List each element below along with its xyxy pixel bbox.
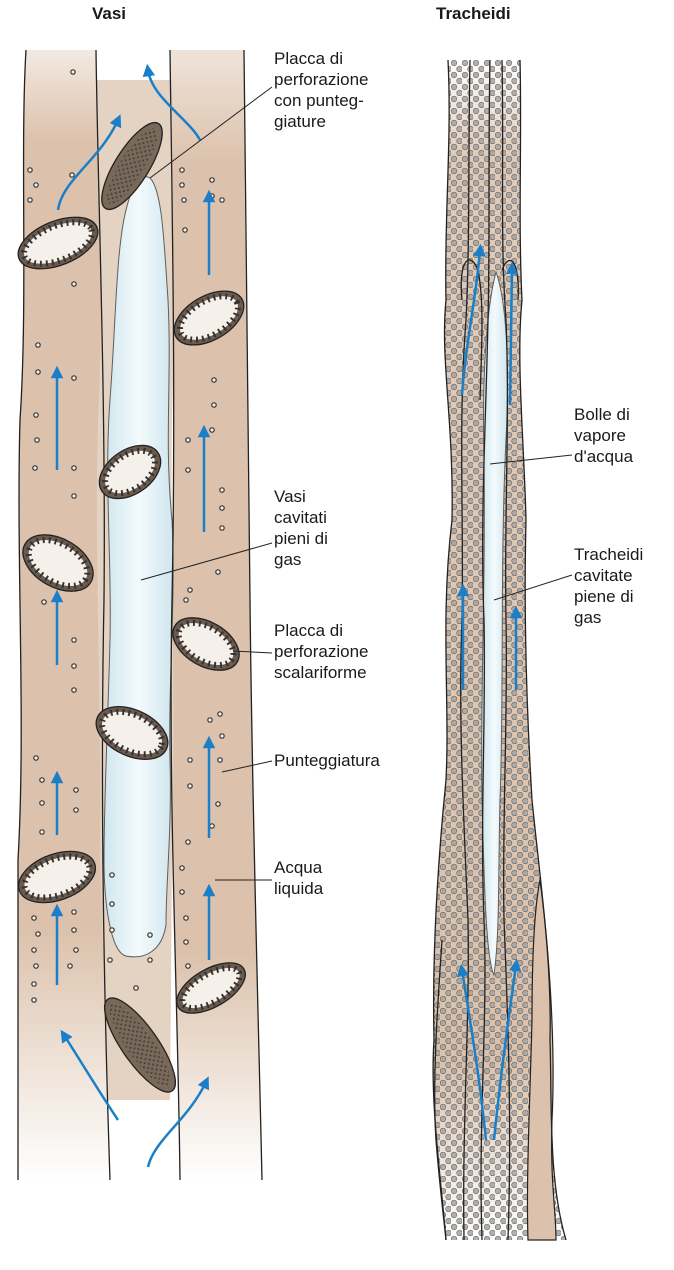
label-pitted-plate: Placca di perforazione con punteg- giatu… [274,48,369,132]
vessel-column [11,50,262,1180]
label-cavitated-vessels: Vasi cavitati pieni di gas [274,486,328,570]
label-cavitated-tracheids: Tracheidi cavitate piene di gas [574,544,643,628]
label-liquid-water: Acqua liquida [274,857,323,899]
label-scalariform-plate: Placca di perforazione scalariforme [274,620,369,683]
label-pit: Punteggiatura [274,750,380,771]
label-vapor-bubbles: Bolle di vapore d'acqua [574,404,633,467]
tracheid-column [433,60,566,1240]
